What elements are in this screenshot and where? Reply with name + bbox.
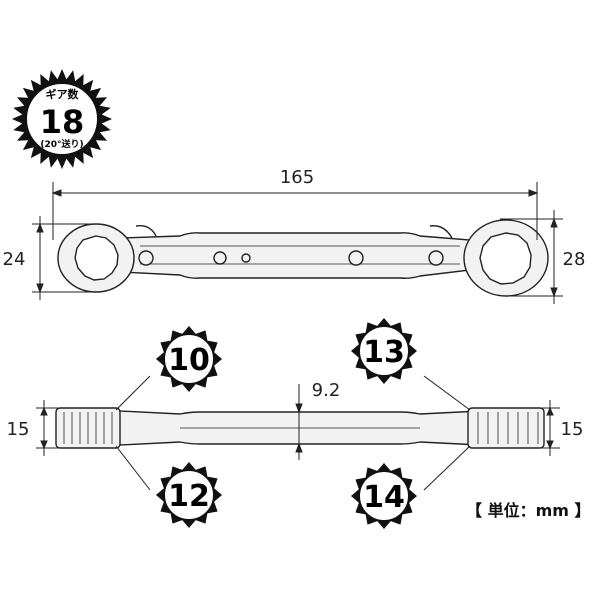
left-height-dimension	[32, 216, 100, 300]
twelve-point-socket-icon	[74, 235, 119, 281]
right-thickness-label: 15	[561, 419, 584, 440]
length-dimension	[51, 182, 539, 240]
gear-count-note: (20°送り)	[40, 138, 83, 150]
gear-count-label: ギア数	[46, 87, 80, 101]
unit-note: 【 単位：mm 】	[466, 501, 591, 520]
size-badge-top-right: 13	[351, 318, 417, 384]
length-label: 165	[280, 167, 314, 188]
gear-count-badge: ギア数 18 (20°送り)	[12, 69, 112, 169]
size-top-right-label: 13	[363, 335, 405, 370]
left-thickness-label: 15	[7, 419, 30, 440]
shaft-thickness-label: 9.2	[312, 380, 341, 401]
left-thickness-dimension	[36, 400, 60, 456]
left-height-label: 24	[3, 249, 26, 270]
size-badge-top-left: 10	[156, 326, 222, 392]
size-badge-bottom-right: 14	[351, 463, 417, 529]
gear-count-value: 18	[40, 103, 85, 141]
wrench-top-view	[57, 219, 549, 297]
right-thickness-dimension	[540, 400, 560, 456]
right-height-label: 28	[563, 249, 586, 270]
size-badge-bottom-left: 12	[156, 462, 222, 528]
size-top-left-label: 10	[168, 343, 210, 378]
size-bottom-right-label: 14	[363, 480, 405, 515]
leader-lines	[115, 375, 471, 491]
right-height-dimension	[500, 210, 563, 304]
wrench-side-view	[55, 407, 545, 449]
twelve-point-socket-icon	[479, 232, 532, 285]
size-bottom-left-label: 12	[168, 479, 210, 514]
shaft-thickness-dimension	[295, 384, 303, 460]
